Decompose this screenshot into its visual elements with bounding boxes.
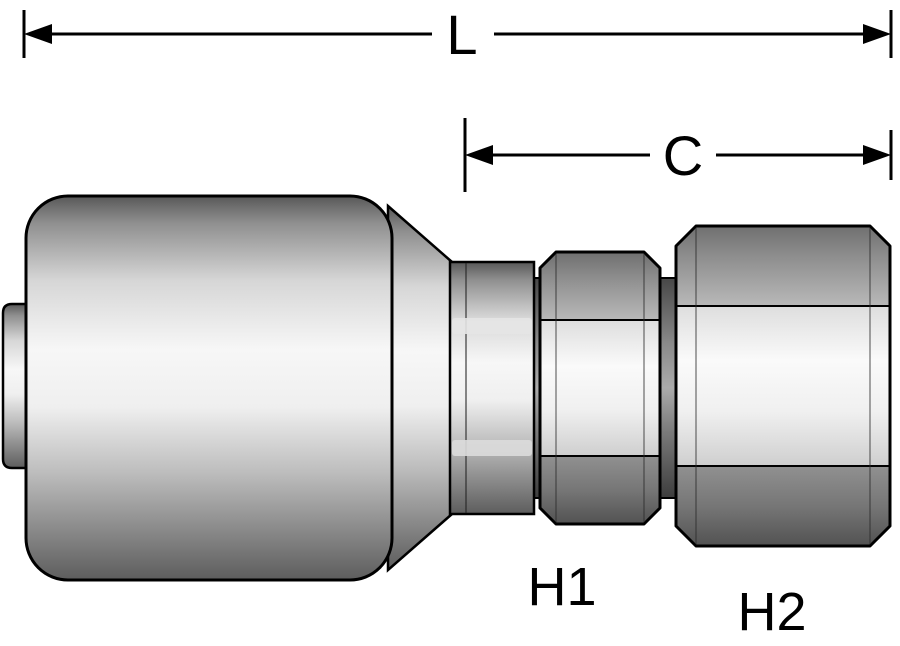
swivel-collar bbox=[448, 260, 536, 516]
dimension-l-arrow-left bbox=[24, 24, 52, 44]
dimension-l-label: L bbox=[446, 3, 477, 66]
hex-nut-h2 bbox=[674, 224, 892, 548]
collar-highlight-bottom bbox=[452, 440, 532, 456]
hex-nut-h1-body bbox=[538, 250, 662, 526]
dimension-l: L bbox=[22, 3, 893, 66]
hex-nut-h2-body bbox=[674, 224, 892, 548]
dimension-c-arrow-right bbox=[863, 145, 891, 165]
crimp-ferrule-shell bbox=[24, 194, 394, 582]
hose-fitting bbox=[1, 194, 892, 582]
dimension-c-arrow-left bbox=[465, 145, 493, 165]
hex-h2-label: H2 bbox=[737, 582, 806, 642]
dimension-l-arrow-right bbox=[863, 24, 891, 44]
hex-nut-h1 bbox=[538, 250, 662, 526]
hose-stem-end bbox=[1, 302, 32, 470]
dimension-c: C bbox=[463, 118, 893, 192]
dimension-c-label: C bbox=[663, 124, 703, 187]
hex-h1-label: H1 bbox=[527, 557, 596, 617]
collar-highlight-top bbox=[452, 318, 532, 334]
ferrule-taper bbox=[386, 203, 454, 573]
